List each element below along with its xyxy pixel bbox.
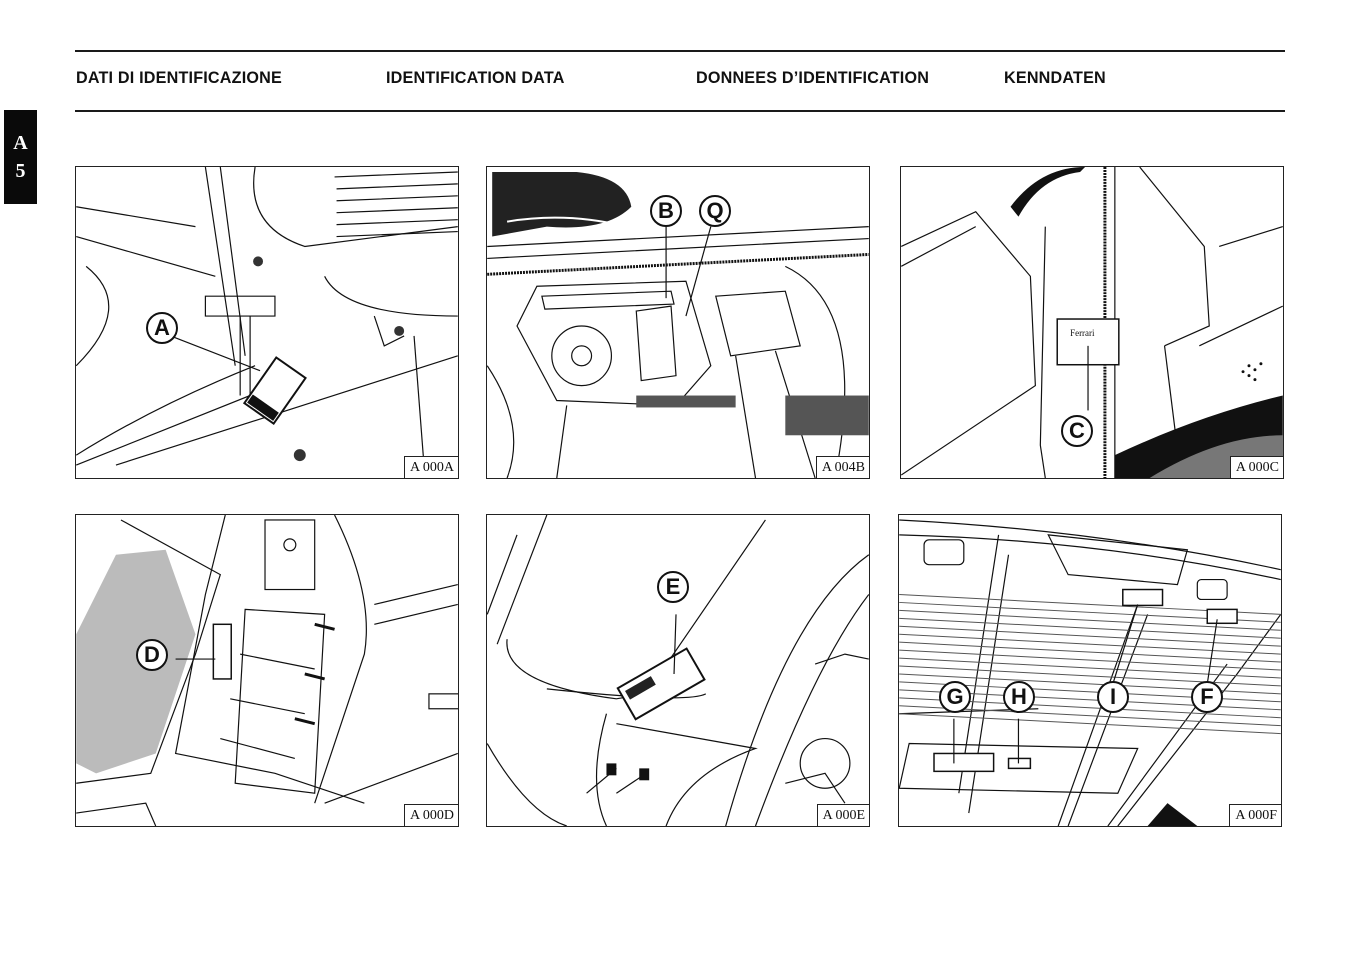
figure-panel-d: D A 000D: [75, 514, 459, 827]
figure-code-e: A 000E: [816, 804, 869, 826]
center-console-illustration: [487, 515, 869, 826]
figure-code-b: A 004B: [815, 456, 869, 478]
section-letter: A: [13, 132, 28, 154]
figure-panel-a: A A 000A: [75, 166, 459, 479]
svg-text:Ferrari: Ferrari: [1070, 328, 1095, 338]
front-compartment-illustration: [487, 171, 869, 478]
callout-i: I: [1097, 681, 1129, 713]
callout-d: D: [136, 639, 168, 671]
figure-panel-c: Ferrari C A 000C: [900, 166, 1284, 479]
figure-code-d: A 000D: [404, 804, 458, 826]
heading-french: DONNEES D’IDENTIFICATION: [696, 68, 930, 87]
figure-panel-b: B Q A 004B: [486, 166, 870, 479]
callout-h: H: [1003, 681, 1035, 713]
figure-code-c: A 000C: [1229, 456, 1283, 478]
heading-english: IDENTIFICATION DATA: [386, 68, 565, 87]
callout-f: F: [1191, 681, 1223, 713]
header-bottom-rule: [75, 110, 1285, 112]
figure-code-f: A 000F: [1229, 804, 1281, 826]
heading-italian: DATI DI IDENTIFICAZIONE: [76, 68, 282, 87]
engine-bay-illustration: [76, 167, 458, 466]
callout-e: E: [657, 571, 689, 603]
callout-a: A: [146, 312, 178, 344]
header-top-rule: [75, 50, 1285, 52]
callout-b: B: [650, 195, 682, 227]
figure-code-a: A 000A: [404, 456, 458, 478]
callout-g: G: [939, 681, 971, 713]
heading-german: KENNDATEN: [1004, 68, 1106, 87]
callout-q: Q: [699, 195, 731, 227]
page-number: 5: [15, 160, 26, 182]
dashboard-vent-illustration: [76, 515, 458, 826]
section-tab: A 5: [4, 110, 37, 204]
rear-hood-illustration: [899, 519, 1281, 826]
callout-c: C: [1061, 415, 1093, 447]
figure-panel-f: G H I F A 000F: [898, 514, 1282, 827]
figure-panel-e: E A 000E: [486, 514, 870, 827]
